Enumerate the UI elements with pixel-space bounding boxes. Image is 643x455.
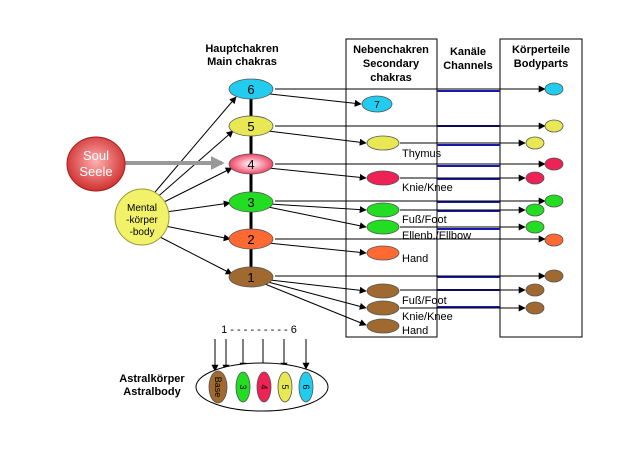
bodypart-base-knee	[525, 301, 545, 315]
main-chakra-2-label: 2	[247, 232, 254, 247]
main-chakra-1-label: 1	[247, 270, 254, 285]
arrow-mental-to-5	[153, 130, 234, 201]
secondary-chakra-thymus	[366, 135, 400, 151]
soul-label-de: Seele	[79, 164, 112, 179]
arrow-1-to-hand	[264, 283, 367, 326]
bodyparts-box	[499, 38, 583, 338]
soul-node: Soul Seele	[66, 136, 126, 192]
arrow-mental-to-4	[159, 167, 233, 205]
secondary-chakra-elbow	[366, 219, 400, 235]
secondary-chakra-elbow-label: Ellenb./Ellbow	[402, 230, 471, 242]
astral-chakra-4-label: 4	[259, 384, 269, 389]
header-main-de: Hauptchakren	[205, 43, 279, 55]
secondary-chakra-base-knee-label: Knie/Knee	[402, 311, 453, 323]
astral-chakra-base	[208, 370, 228, 404]
mental-body-circle	[114, 188, 170, 246]
arrow-3-to-elbow	[267, 206, 367, 230]
bodypart-thymus	[525, 136, 545, 150]
mental-label-3: -body	[129, 227, 154, 238]
astral-chakra-6	[298, 371, 314, 403]
secondary-chakras: 7 Thymus Knie/Knee Fuß/Foot Ellenb./Ellb…	[361, 95, 471, 337]
bodypart-knee	[525, 171, 545, 185]
main-chakra-5	[228, 115, 274, 137]
arrow-mental-to-3	[165, 200, 231, 213]
astral-range-label: 1 - - - - - - - - - 6	[221, 324, 297, 336]
astral-body: 1 - - - - - - - - - 6 Base 3 4 5 6 Astra…	[119, 324, 329, 412]
secondary-chakra-hand	[366, 245, 400, 261]
main-chakra-6-label: 6	[247, 82, 254, 97]
arrow-mental-to-1	[157, 235, 233, 275]
header-main-en: Main chakras	[207, 56, 277, 68]
astral-chakra-3	[235, 371, 251, 403]
arrow-3-to-foot	[269, 203, 367, 214]
arrow-mental-to-2	[164, 225, 231, 242]
bodypart-foot	[525, 203, 545, 217]
main-chakra-5-label: 5	[247, 119, 254, 134]
main-chakra-2	[228, 228, 274, 250]
secondary-chakra-foot-label: Fuß/Foot	[402, 214, 447, 226]
arrow-6-to-7	[269, 93, 362, 107]
astral-chakra-5-label: 5	[280, 384, 290, 389]
astral-chakra-3-label: 3	[238, 384, 248, 389]
main-chakras: 6 5 4 3 2 1	[228, 78, 274, 288]
secondary-chakra-knee-label: Knie/Knee	[402, 182, 453, 194]
arrow-mental-to-6	[149, 96, 237, 199]
main-chakra-4	[228, 153, 274, 175]
arrow-2-to-hand	[267, 242, 367, 256]
arrow-5-to-thymus	[267, 130, 367, 146]
soul-circle	[66, 136, 126, 192]
main-chakra-3-label: 3	[247, 195, 254, 210]
header-secondary-de: Nebenchakren	[353, 44, 429, 56]
astral-chakra-4	[256, 371, 272, 403]
arrow-4-to-knee	[267, 167, 367, 181]
secondary-chakra-hand-label: Hand	[402, 253, 428, 265]
header-channels-en: Channels	[443, 60, 493, 72]
mental-body-node: Mental -körper -body	[114, 188, 170, 246]
astral-chakra-5	[277, 371, 293, 403]
main-chakra-6	[228, 78, 274, 100]
secondary-chakra-base-knee	[366, 318, 400, 334]
secondary-chakra-7-label: 7	[374, 100, 380, 111]
bodypart-base-foot	[525, 283, 545, 297]
secondary-chakra-base-foot	[366, 300, 400, 316]
connection-arrows	[149, 85, 546, 326]
main-chakra-1	[228, 266, 274, 288]
header-channels-de: Kanäle	[450, 46, 486, 58]
secondary-chakra-base-1	[366, 283, 400, 299]
secondary-chakra-knee	[366, 170, 400, 186]
mental-label-1: Mental	[127, 203, 157, 214]
header-body-de: Körperteile	[512, 44, 570, 56]
header-body-en: Bodyparts	[514, 58, 568, 70]
main-chakra-4-label: 4	[247, 157, 254, 172]
astral-chakra-base-label: Base	[213, 377, 223, 398]
secondary-chakra-7	[361, 95, 393, 113]
secondary-chakra-foot	[366, 202, 400, 218]
secondary-chakras-box	[345, 38, 438, 338]
secondary-chakra-base-hand-label: Hand	[402, 325, 428, 337]
bodypart-1	[544, 269, 564, 283]
astral-title-de: Astralkörper	[119, 373, 185, 385]
header-secondary-en: Secondary	[363, 58, 420, 70]
arrow-1-to-foot	[269, 279, 367, 294]
bodypart-6	[544, 82, 564, 96]
main-chakra-3	[228, 191, 274, 213]
channel-lines	[437, 90, 500, 308]
astral-chakra-6-label: 6	[301, 384, 311, 389]
bodypart-5	[544, 119, 564, 133]
bodypart-2	[544, 233, 564, 247]
secondary-chakra-thymus-label: Thymus	[402, 148, 442, 160]
astral-title-en: Astralbody	[123, 386, 181, 398]
secondary-chakra-base-foot-label: Fuß/Foot	[402, 295, 447, 307]
bodypart-4	[544, 157, 564, 171]
mental-label-2: -körper	[126, 215, 158, 226]
bodyparts	[525, 82, 564, 315]
arrow-1-to-knee	[267, 281, 367, 310]
soul-label-en: Soul	[83, 148, 109, 163]
header-secondary-en2: chakras	[370, 72, 412, 84]
bodypart-3	[544, 194, 564, 208]
bodypart-elbow	[525, 220, 545, 234]
